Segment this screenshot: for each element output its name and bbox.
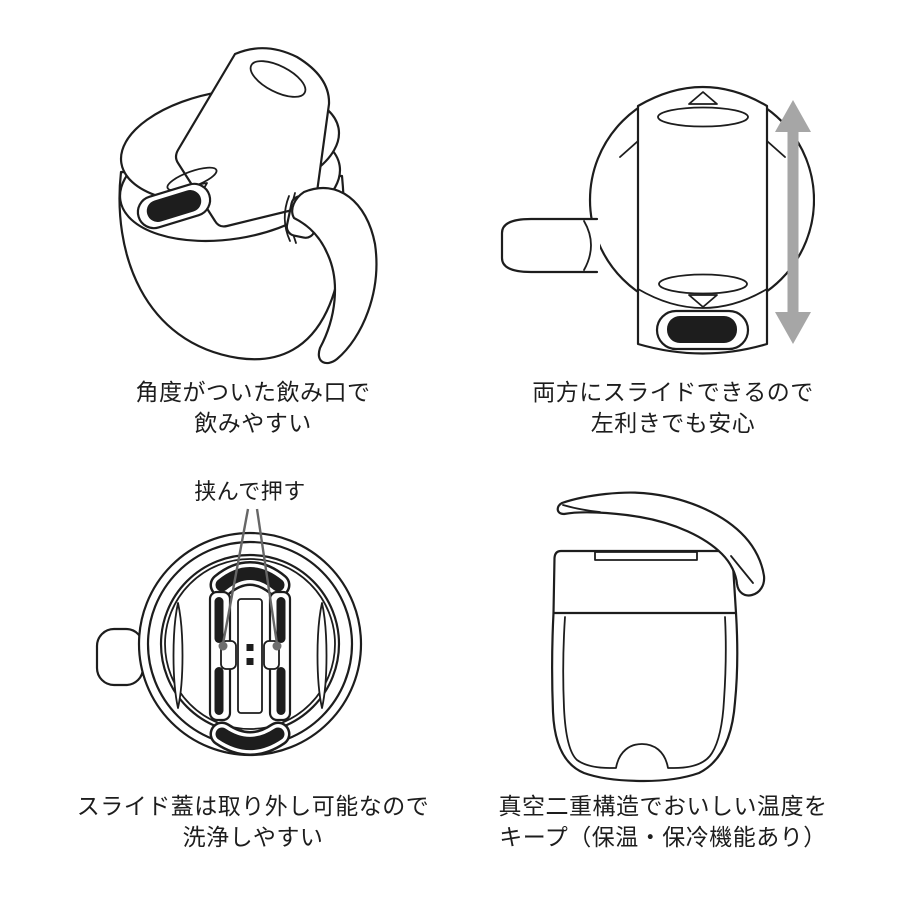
drink-opening [136, 182, 212, 230]
annotation-pointer-lines [218, 508, 282, 651]
lid-tab-nub [95, 627, 145, 687]
caption-top-right: 両方にスライドできるので 左利きでも安心 [470, 377, 876, 439]
center-channel [237, 598, 263, 714]
slide-both-ways-arrow-icon [775, 100, 811, 344]
mug-top-view-illustration [500, 85, 815, 355]
mug-body-side [551, 549, 739, 783]
caption-bottom-left: スライド蓋は取り外し可能なので 洗浄しやすい [50, 791, 456, 853]
caption-line: スライド蓋は取り外し可能なので [76, 793, 430, 819]
drink-opening [655, 309, 750, 351]
lid-notch [594, 551, 698, 561]
caption-line: 左利きでも安心 [590, 410, 756, 436]
mug-side-view-illustration [551, 491, 766, 783]
slide-slot-bottom [658, 273, 748, 295]
mug-angled-spout-illustration [118, 47, 378, 365]
drink-opening-top [209, 561, 291, 598]
caption-line: 洗浄しやすい [182, 824, 324, 850]
side-slot-left [172, 602, 184, 709]
caption-top-left: 角度がついた飲み口で 飲みやすい [50, 377, 456, 439]
slide-lid-underside-illustration [95, 508, 363, 757]
mug-handle-top-view [500, 217, 600, 274]
pinch-latch-left [208, 590, 237, 722]
slide-slot-top [657, 106, 749, 128]
caption-line: 飲みやすい [194, 410, 312, 436]
spout-top-opening [249, 60, 307, 98]
caption-line: キープ（保温・保冷機能あり） [499, 824, 827, 850]
slide-up-triangle-icon [688, 91, 718, 105]
side-slot-right [316, 602, 328, 709]
pinch-push-annotation: 挟んで押す [194, 479, 306, 504]
mug-handle-side [556, 491, 766, 597]
mug-handle [283, 186, 378, 365]
caption-bottom-right: 真空二重構造でおいしい温度を キープ（保温・保冷機能あり） [460, 791, 866, 853]
slide-down-triangle-icon [688, 294, 718, 308]
caption-line: 角度がついた飲み口で [135, 379, 371, 405]
inner-vacuum-wall [562, 616, 727, 769]
drink-opening-bottom [209, 721, 291, 756]
caption-line: 真空二重構造でおいしい温度を [498, 793, 828, 819]
caption-line: 両方にスライドできるので [532, 379, 814, 405]
